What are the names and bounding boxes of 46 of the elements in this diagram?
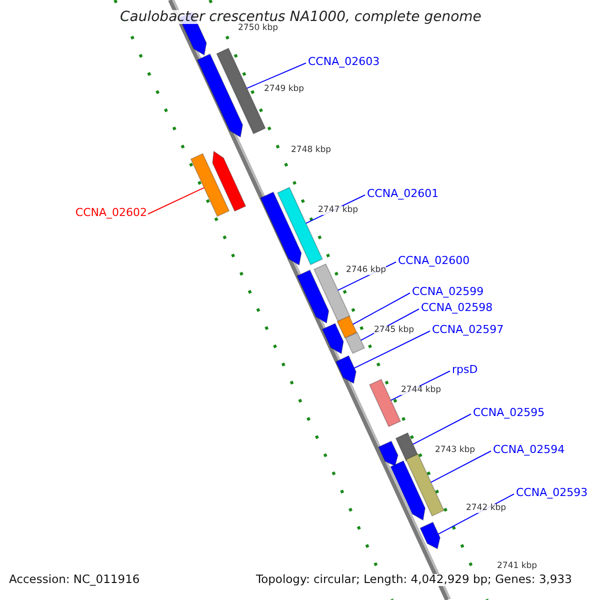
gene-block <box>322 322 344 354</box>
gene-block <box>368 378 402 428</box>
gene-label: CCNA_02602 <box>75 207 147 218</box>
gene-block <box>335 355 357 384</box>
leader-line <box>354 330 430 369</box>
gene-label: CCNA_02599 <box>412 286 484 297</box>
gene-label: CCNA_02603 <box>308 56 380 67</box>
gene-block <box>212 150 246 212</box>
scale-label: 2748 kbp <box>291 146 332 154</box>
gene-block <box>390 460 426 521</box>
gene-label: CCNA_02601 <box>367 188 439 199</box>
gene-block <box>420 522 441 550</box>
scale-label: 2742 kbp <box>466 504 506 512</box>
diagram-title: Caulobacter crescentus NA1000, complete genome <box>120 10 482 24</box>
leader-line <box>430 450 492 483</box>
scale-label: 2743 kbp <box>435 446 476 454</box>
genome-stats: Topology: circular; Length: 4,042,929 bp; Genes: 3,933 <box>256 574 572 586</box>
gene-label: CCNA_02594 <box>493 444 565 455</box>
scale-label: 2749 kbp <box>264 85 304 94</box>
gene-block <box>216 48 266 134</box>
gene-block <box>190 153 230 217</box>
leader-line <box>352 292 410 325</box>
gene-label: CCNA_02595 <box>473 407 545 418</box>
scale-label: 2750 kbp <box>238 24 278 32</box>
scale-label: 2747 kbp <box>318 206 358 214</box>
gene-block <box>378 440 398 467</box>
leader-line <box>412 414 472 445</box>
gene-label: CCNA_02597 <box>432 324 504 335</box>
scale-label: 2741 kbp <box>497 562 538 570</box>
gene-block <box>336 315 358 339</box>
scale-label: 2745 kbp <box>374 326 414 334</box>
gene-block <box>395 432 419 462</box>
leader-line <box>246 62 306 89</box>
gene-block <box>296 269 330 324</box>
gene-block <box>405 453 445 517</box>
gene-label: CCNA_02593 <box>516 487 588 498</box>
gene-block <box>260 191 302 266</box>
leader-line <box>148 187 205 214</box>
gene-block <box>196 53 244 138</box>
gene-label: CCNA_02598 <box>421 302 493 313</box>
gene-label: rpsD <box>452 364 478 375</box>
accession-note: Accession: NC_011916 <box>9 574 140 586</box>
gene-label: CCNA_02600 <box>398 255 470 266</box>
scale-label: 2746 kbp <box>346 266 386 274</box>
scale-label: 2744 kbp <box>401 386 442 394</box>
gene-block <box>344 332 366 354</box>
